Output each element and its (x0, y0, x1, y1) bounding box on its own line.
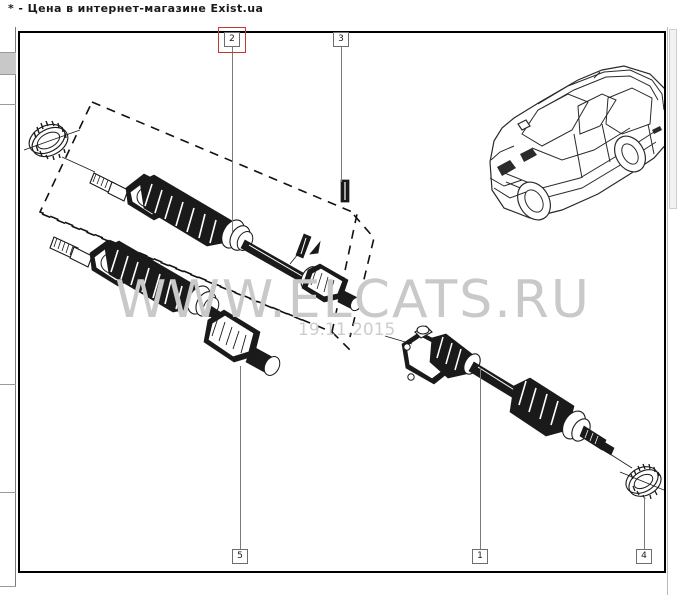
roll-pin-part (289, 179, 350, 265)
table-row[interactable] (0, 493, 16, 587)
diagram-frame[interactable]: .ln { stroke:#1a1a1a; stroke-width:1.1; … (18, 31, 666, 573)
splined-stub-upper (89, 172, 129, 202)
table-row[interactable] (0, 75, 16, 105)
outer-joint-right (561, 410, 633, 469)
abs-tone-ring-left (23, 120, 96, 173)
scrollbar-thumb[interactable] (669, 29, 677, 209)
cv-boot-upper (139, 174, 235, 247)
table-row[interactable] (0, 385, 16, 493)
drive-shaft-right-assembly (384, 325, 633, 469)
snap-ring-right (619, 463, 664, 500)
leader-line-3 (341, 47, 342, 182)
shaft-bar-right (468, 361, 521, 400)
leader-line-5 (240, 366, 241, 549)
leader-line-2 (232, 47, 233, 232)
table-row-selected[interactable] (0, 53, 16, 75)
exploded-parts-diagram: .ln { stroke:#1a1a1a; stroke-width:1.1; … (23, 65, 664, 500)
drive-shaft-upper-assembly (89, 172, 363, 312)
parts-table-column[interactable] (0, 27, 16, 587)
leader-line-1 (480, 368, 481, 549)
callout-5[interactable]: 5 (232, 549, 248, 564)
cv-boot-lower (104, 240, 201, 313)
callout-1[interactable]: 1 (472, 549, 488, 564)
callout-2[interactable]: 2 (224, 32, 240, 47)
cv-boot-right-outer (509, 377, 575, 437)
vehicle-illustration (489, 65, 664, 221)
drive-shaft-lower-left-assembly (49, 236, 281, 376)
inner-joint-upper (300, 263, 363, 312)
callout-4[interactable]: 4 (636, 549, 652, 564)
callout-3[interactable]: 3 (333, 32, 349, 47)
cv-boot-right-inner (429, 333, 481, 379)
shaft-bar-upper (240, 239, 306, 283)
inner-joint-lower (203, 309, 281, 376)
splined-stub-lower (49, 236, 93, 268)
callout-2-selection-highlight (218, 27, 246, 53)
vertical-scrollbar[interactable] (667, 27, 678, 595)
price-note-label: * - Цена в интернет-магазине Exist.ua (8, 2, 264, 15)
table-row[interactable] (0, 105, 16, 385)
leader-line-4 (644, 495, 645, 549)
table-row[interactable] (0, 27, 16, 53)
